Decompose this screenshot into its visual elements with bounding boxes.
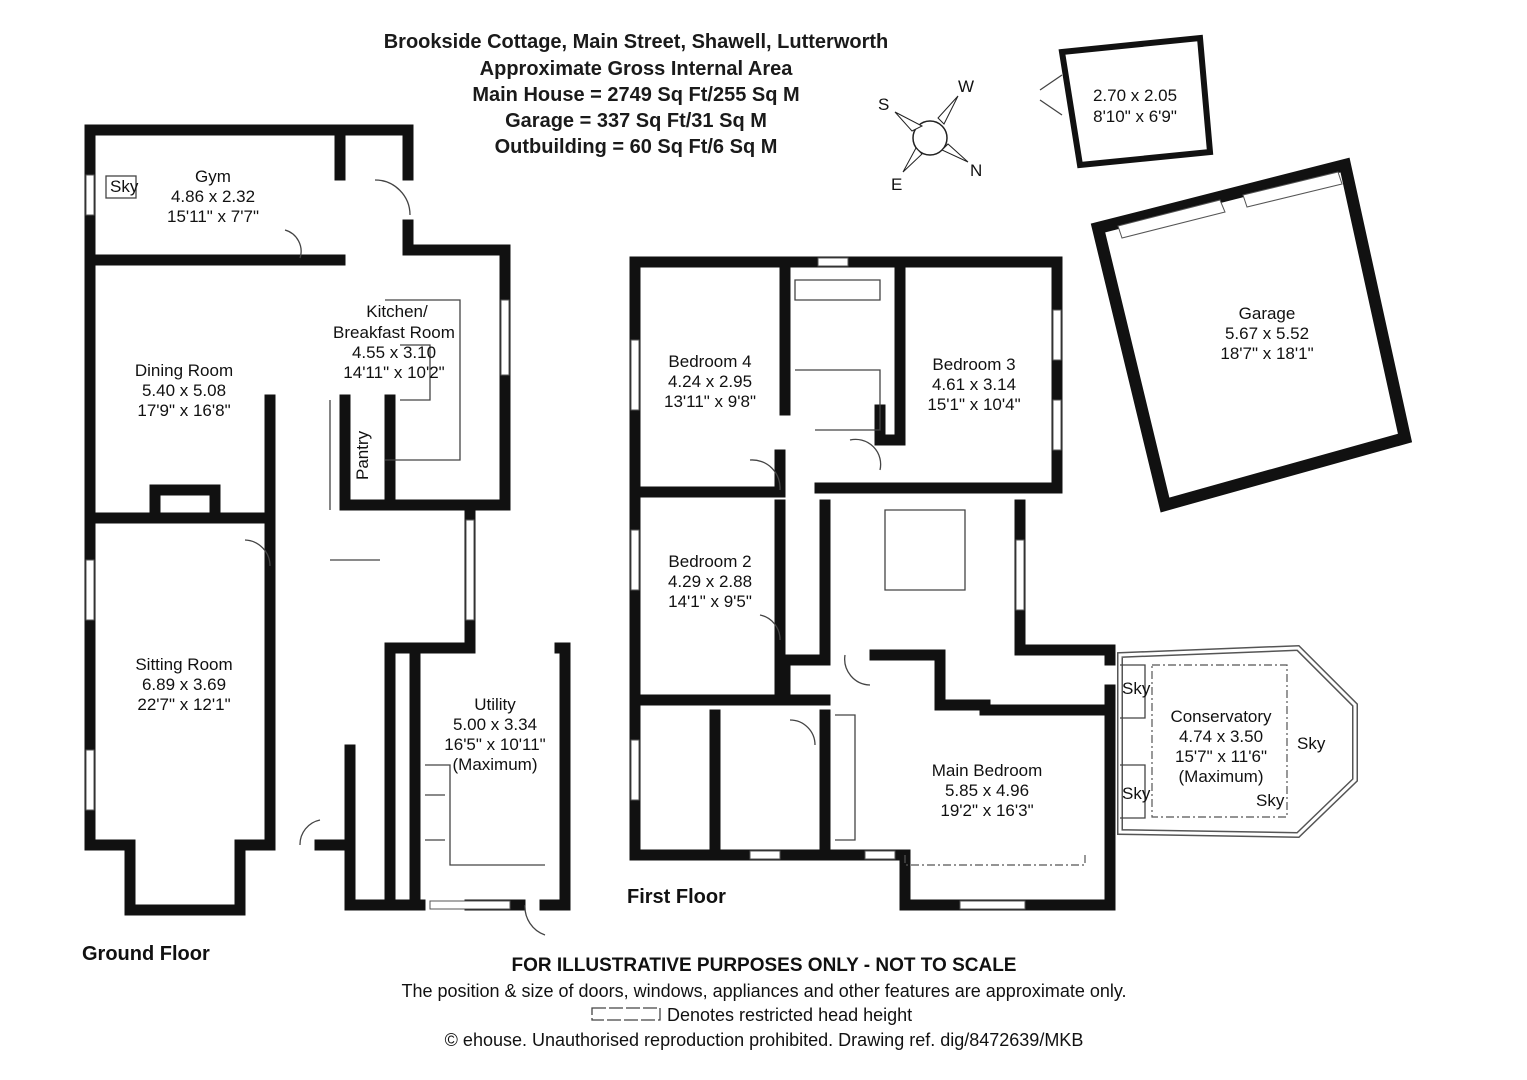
- conservatory: Sky Sky Sky Sky Conservatory 4.74 x 3.50…: [1117, 644, 1358, 839]
- conservatory-sky-3: Sky: [1297, 734, 1326, 753]
- footer: FOR ILLUSTRATIVE PURPOSES ONLY - NOT TO …: [401, 955, 1126, 1050]
- conservatory-metric: 4.74 x 3.50: [1179, 727, 1263, 746]
- bedroom2-metric: 4.29 x 2.88: [668, 572, 752, 591]
- ground-floor-label: Ground Floor: [82, 943, 210, 965]
- garage-imperial: 18'7" x 18'1": [1220, 344, 1313, 363]
- ground-floor-plan: Sky Gym 4.86 x 2.32 15'11" x 7'7" Kitche…: [82, 124, 571, 965]
- subtitle: Approximate Gross Internal Area: [480, 58, 794, 80]
- bedroom4-metric: 4.24 x 2.95: [668, 372, 752, 391]
- sitting-imperial: 22'7" x 12'1": [137, 695, 230, 714]
- first-floor-plan: Bedroom 4 4.24 x 2.95 13'11" x 9'8" Bedr…: [627, 256, 1116, 911]
- utility-name: Utility: [474, 695, 516, 714]
- main-bedroom-imperial: 19'2" x 16'3": [940, 801, 1033, 820]
- conservatory-sky-2: Sky: [1122, 784, 1151, 803]
- garage-metric: 5.67 x 5.52: [1225, 324, 1309, 343]
- kitchen-metric: 4.55 x 3.10: [352, 343, 436, 362]
- conservatory-sky-4: Sky: [1256, 791, 1285, 810]
- utility-imperial: 16'5" x 10'11": [444, 735, 545, 754]
- compass-w: W: [958, 77, 974, 96]
- bedroom4-name: Bedroom 4: [668, 352, 751, 371]
- garage-area: Garage = 337 Sq Ft/31 Sq M: [505, 110, 767, 132]
- sitting-name: Sitting Room: [135, 655, 232, 674]
- bedroom3-name: Bedroom 3: [932, 355, 1015, 374]
- dining-metric: 5.40 x 5.08: [142, 381, 226, 400]
- outbuilding: 2.70 x 2.05 8'10" x 6'9": [1039, 34, 1214, 169]
- bedroom2-name: Bedroom 2: [668, 552, 751, 571]
- outbuilding-area: Outbuilding = 60 Sq Ft/6 Sq M: [495, 136, 778, 158]
- disclaimer: FOR ILLUSTRATIVE PURPOSES ONLY - NOT TO …: [512, 955, 1017, 976]
- conservatory-note: (Maximum): [1179, 767, 1264, 786]
- utility-metric: 5.00 x 3.34: [453, 715, 537, 734]
- position-note: The position & size of doors, windows, a…: [401, 981, 1126, 1001]
- compass-s: S: [878, 95, 889, 114]
- gym-metric: 4.86 x 2.32: [171, 187, 255, 206]
- legend-text: Denotes restricted head height: [667, 1005, 912, 1025]
- pantry-name: Pantry: [353, 430, 372, 480]
- first-floor-label: First Floor: [627, 886, 726, 908]
- kitchen-name-line2: Breakfast Room: [333, 323, 455, 342]
- kitchen-name-line1: Kitchen/: [366, 302, 428, 321]
- gym-name: Gym: [195, 167, 231, 186]
- outbuilding-imperial: 8'10" x 6'9": [1093, 107, 1177, 126]
- bedroom3-metric: 4.61 x 3.14: [932, 375, 1016, 394]
- kitchen-imperial: 14'11" x 10'2": [343, 363, 444, 382]
- title: Brookside Cottage, Main Street, Shawell,…: [384, 31, 889, 53]
- utility-note: (Maximum): [453, 755, 538, 774]
- conservatory-name: Conservatory: [1170, 707, 1272, 726]
- restricted-head-height-icon: [591, 1007, 661, 1021]
- main-house-area: Main House = 2749 Sq Ft/255 Sq M: [472, 84, 799, 106]
- gym-imperial: 15'11" x 7'7": [167, 207, 259, 226]
- conservatory-sky-1: Sky: [1122, 679, 1151, 698]
- gym-sky: Sky: [110, 177, 139, 196]
- garage: Garage 5.67 x 5.52 18'7" x 18'1": [1090, 157, 1413, 513]
- sitting-metric: 6.89 x 3.69: [142, 675, 226, 694]
- bedroom2-imperial: 14'1" x 9'5": [668, 592, 752, 611]
- conservatory-imperial: 15'7" x 11'6": [1175, 747, 1267, 766]
- garage-name: Garage: [1239, 304, 1296, 323]
- bedroom3-imperial: 15'1" x 10'4": [927, 395, 1020, 414]
- bedroom4-imperial: 13'11" x 9'8": [664, 392, 756, 411]
- main-bedroom-metric: 5.85 x 4.96: [945, 781, 1029, 800]
- compass-n: N: [970, 161, 982, 180]
- header: Brookside Cottage, Main Street, Shawell,…: [384, 31, 889, 158]
- copyright: © ehouse. Unauthorised reproduction proh…: [445, 1030, 1084, 1050]
- outbuilding-metric: 2.70 x 2.05: [1093, 86, 1177, 105]
- main-bedroom-name: Main Bedroom: [932, 761, 1043, 780]
- compass-icon: S W E N: [878, 77, 982, 194]
- compass-e: E: [891, 175, 902, 194]
- dining-imperial: 17'9" x 16'8": [137, 401, 230, 420]
- dining-name: Dining Room: [135, 361, 233, 380]
